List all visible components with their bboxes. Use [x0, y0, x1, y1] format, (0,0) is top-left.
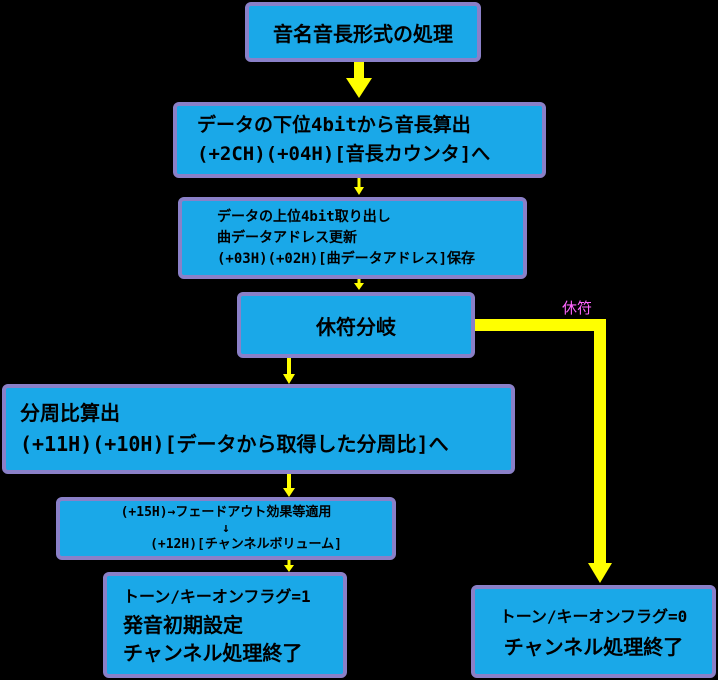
node-upper-bits: データの上位4bit取り出し 曲データアドレス更新 (+03H)(+02H)[曲…: [178, 197, 527, 279]
node-keyon-0: トーン/キーオンフラグ=0 チャンネル処理終了: [471, 585, 716, 678]
node-rest-branch: 休符分岐: [237, 292, 475, 358]
node-length-calc: データの下位4bitから音長算出 (+2CH)(+04H)[音長カウンタ]へ: [173, 102, 546, 178]
arrow-n1-n2: [346, 62, 372, 98]
rest-branch-label: 休符: [562, 299, 593, 317]
node-line: (+12H)[チャンネルボリューム]: [150, 536, 342, 552]
arrow-n5-n6: [283, 474, 295, 497]
node-line: (+11H)(+10H)[データから取得した分周比]へ: [20, 432, 449, 456]
node-divider-calc: 分周比算出 (+11H)(+10H)[データから取得した分周比]へ: [2, 384, 515, 474]
node-line: トーン/キーオンフラグ=1: [123, 587, 311, 606]
arrow-n2-n3: [354, 178, 364, 195]
node-note-length-processing: 音名音長形式の処理: [245, 2, 481, 62]
arrow-n4-n5: [283, 358, 295, 384]
node-line: (+2CH)(+04H)[音長カウンタ]へ: [197, 143, 491, 165]
node-line: ↓: [222, 520, 230, 536]
arrow-n3-n4: [354, 279, 364, 290]
node-line: 曲データアドレス更新: [217, 229, 357, 246]
node-fade-volume: (+15H)→フェードアウト効果等適用 ↓ (+12H)[チャンネルボリューム]: [56, 497, 396, 560]
node-line: トーン/キーオンフラグ=0: [499, 606, 688, 626]
node-line: チャンネル処理終了: [123, 641, 303, 665]
node-keyon-1: トーン/キーオンフラグ=1 発音初期設定 チャンネル処理終了: [103, 572, 347, 678]
node-line: チャンネル処理終了: [503, 634, 684, 659]
node-line: (+15H)→フェードアウト効果等適用: [120, 504, 332, 520]
node-line: データの下位4bitから音長算出: [197, 114, 471, 136]
node-line: 音名音長形式の処理: [273, 21, 453, 46]
arrow-n6-n7: [284, 560, 294, 572]
node-line: 休符分岐: [316, 314, 396, 339]
node-line: データの上位4bit取り出し: [217, 208, 391, 225]
node-line: 分周比算出: [20, 401, 120, 425]
node-line: 発音初期設定: [123, 613, 243, 637]
arrow-rest-branch: [475, 319, 612, 583]
node-line: (+03H)(+02H)[曲データアドレス]保存: [217, 250, 476, 267]
